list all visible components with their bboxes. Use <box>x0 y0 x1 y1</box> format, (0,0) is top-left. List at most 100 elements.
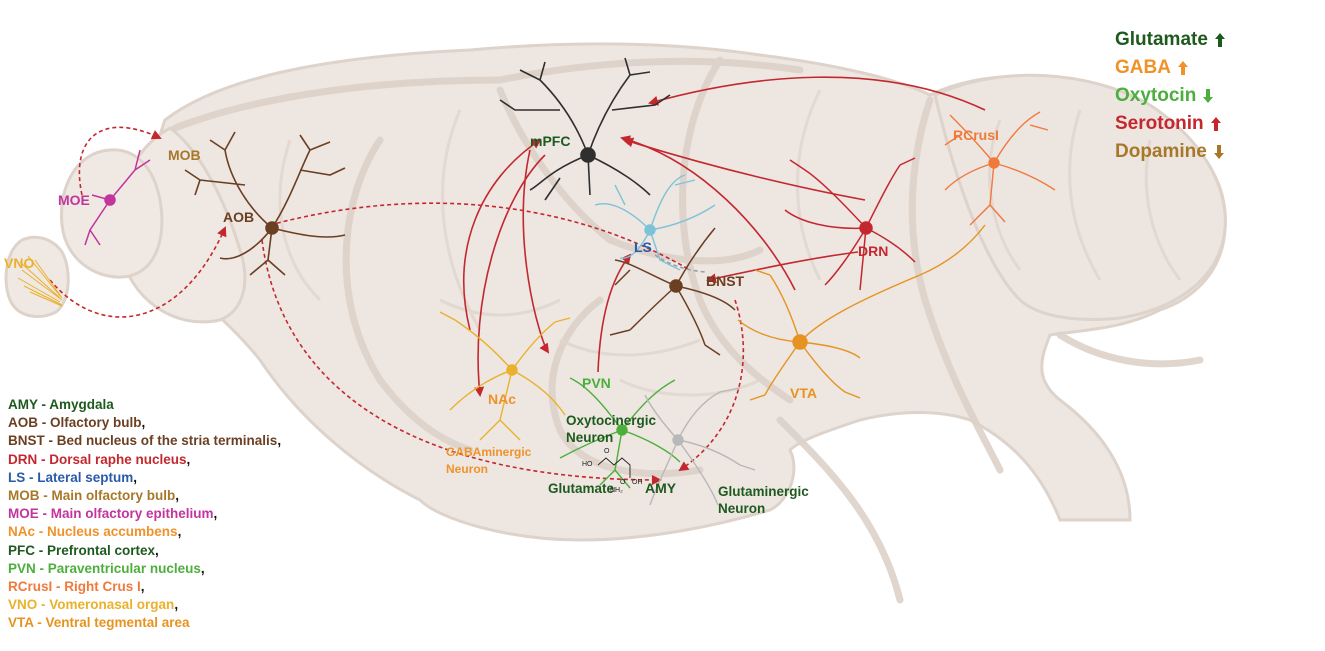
legend-abbr: VNO <box>8 597 38 613</box>
svg-text:HO: HO <box>582 461 593 468</box>
label-glutaminergic-1: Glutaminergic <box>718 484 809 499</box>
label-vno: VNO <box>4 255 34 271</box>
legend-sep: - <box>37 397 50 412</box>
key-label: Dopamine <box>1115 141 1207 162</box>
legend-name: Prefrontal cortex <box>47 542 156 558</box>
arrow-down-icon <box>1213 145 1224 159</box>
legend-trail: , <box>133 469 138 485</box>
legend-row-moe: MOE - Main olfactory epithelium, <box>8 505 428 523</box>
arrow-vta-to-mpfc <box>620 135 796 291</box>
svg-text:OH: OH <box>632 479 643 486</box>
label-oxytocinergic-2: Neuron <box>566 430 613 445</box>
legend-name: Olfactory bulb <box>50 415 142 431</box>
label-mpfc: mPFC <box>530 133 570 149</box>
legend-trail: , <box>186 451 191 467</box>
legend-abbr: AMY <box>8 397 38 412</box>
legend-name: Amygdala <box>49 397 114 412</box>
glutaminergic-neuron <box>644 387 756 506</box>
aob-neuron <box>184 131 346 276</box>
arrow-nac-to-mpfc <box>463 138 542 331</box>
label-gabaergic-2: Neuron <box>446 462 488 476</box>
legend-row-mob: MOB - Main olfactory bulb, <box>8 487 428 505</box>
glutamate-molecule: HO O O OH NH₂ <box>582 448 643 494</box>
bnst-neuron <box>609 227 736 356</box>
ls-neuron <box>594 174 716 271</box>
legend-name: Dorsal raphe nucleus <box>49 451 187 467</box>
label-nac: NAc <box>488 391 516 407</box>
label-oxytocinergic-1: Oxytocinergic <box>566 413 657 428</box>
label-mob: MOB <box>168 147 201 163</box>
arrow-up-icon <box>1210 117 1221 131</box>
legend-trail: , <box>140 579 145 595</box>
arrow-mpfc-to-nac-2 <box>522 149 550 354</box>
brain-outline <box>4 42 1227 604</box>
legend-row-nac: NAc - Nucleus accumbens, <box>8 523 428 541</box>
legend-trail: , <box>177 524 182 540</box>
legend-abbr: MOE <box>8 506 39 522</box>
vno-fibers <box>17 255 63 307</box>
pvn-neuron <box>559 377 681 489</box>
legend-trail: , <box>174 597 179 613</box>
cerebellum <box>933 73 1227 321</box>
key-row-glutamate: Glutamate <box>1115 26 1320 54</box>
legend-abbr: PVN <box>8 560 36 576</box>
legend-sep: - <box>33 615 46 631</box>
label-drn: DRN <box>858 243 888 259</box>
label-amy: AMY <box>645 480 677 496</box>
legend-sep: - <box>38 415 50 431</box>
legend-trail: , <box>213 506 218 522</box>
legend-row-rcrusi: RCrusI - Right Crus I, <box>8 578 428 596</box>
legend-sep: - <box>37 597 50 613</box>
legend-sep: - <box>25 469 38 485</box>
legend-sep: - <box>38 506 51 522</box>
legend-name: Paraventricular nucleus <box>47 560 201 576</box>
svg-text:O: O <box>620 479 626 486</box>
legend-abbr: AOB <box>8 415 38 431</box>
legend-sep: - <box>44 433 57 449</box>
pathway-arrows <box>49 76 986 485</box>
legend-abbr: LS <box>8 469 26 485</box>
arrow-drn-to-bnst <box>706 251 859 284</box>
arrow-pvn-to-ls <box>597 253 632 373</box>
legend-abbr: RCrusI <box>8 579 53 595</box>
legend-name: Right Crus I <box>64 579 141 595</box>
legend-name: Nucleus accumbens <box>47 524 178 540</box>
legend-sep: - <box>37 451 50 467</box>
legend-trail: , <box>155 542 159 558</box>
legend-row-drn: DRN - Dorsal raphe nucleus, <box>8 451 428 469</box>
legend-name: Bed nucleus of the stria terminalis <box>56 433 278 449</box>
arrow-mpfc-to-nac <box>474 154 546 397</box>
key-row-oxytocin: Oxytocin <box>1115 82 1320 110</box>
legend-sep: - <box>35 542 47 558</box>
nac-neuron <box>439 311 571 441</box>
arrow-up-icon <box>1177 61 1188 75</box>
legend-row-pvn: PVN - Paraventricular nucleus, <box>8 560 428 578</box>
arrow-rcrusl-to-mpfc <box>648 76 986 111</box>
legend-name: Vomeronasal organ <box>49 597 175 613</box>
legend-row-vta: VTA - Ventral tegmental area <box>8 614 428 632</box>
legend-sep: - <box>35 524 48 540</box>
moe-neuron <box>84 149 151 246</box>
legend-row-ls: LS - Lateral septum, <box>8 469 428 487</box>
svg-text:NH₂: NH₂ <box>610 487 623 494</box>
key-row-serotonin: Serotonin <box>1115 110 1320 138</box>
arrow-moe-to-mob <box>78 126 162 196</box>
legend-abbr: MOB <box>8 488 40 504</box>
legend-row-bnst: BNST - Bed nucleus of the stria terminal… <box>8 432 428 450</box>
key-label: GABA <box>1115 57 1171 78</box>
legend-abbr: PFC <box>8 542 35 558</box>
legend-row-vno: VNO - Vomeronasal organ, <box>8 596 428 614</box>
legend-sep: - <box>39 488 52 504</box>
label-pvn: PVN <box>582 375 611 391</box>
label-aob: AOB <box>223 209 254 225</box>
legend-sep: - <box>52 579 65 595</box>
arrow-aob-to-amy <box>261 239 662 485</box>
key-row-dopamine: Dopamine <box>1115 138 1320 166</box>
key-label: Serotonin <box>1115 113 1204 134</box>
legend-name: Main olfactory bulb <box>51 488 176 504</box>
legend-sep: - <box>35 560 48 576</box>
legend-abbr: BNST <box>8 433 45 449</box>
arrow-vno-to-aob <box>49 226 227 318</box>
legend-row-aob: AOB - Olfactory bulb, <box>8 414 428 432</box>
